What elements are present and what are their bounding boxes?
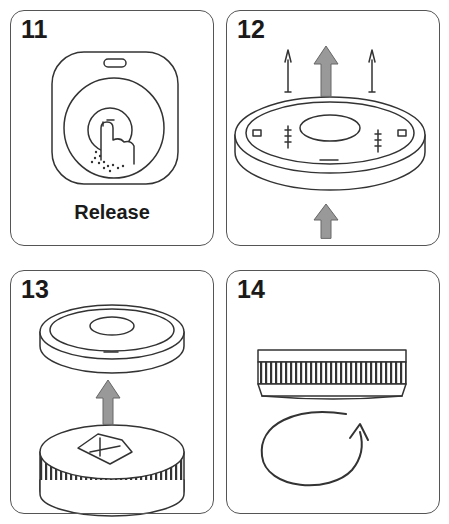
- step-panel: 11Release: [10, 10, 214, 246]
- step-number: 13: [21, 277, 49, 302]
- base-and-alarm: [40, 305, 184, 516]
- step-number: 14: [237, 277, 265, 302]
- alarm-side-view: [258, 350, 406, 399]
- step-number: 11: [21, 17, 47, 42]
- arrow-up: [314, 204, 338, 238]
- step-panel: 14: [226, 270, 440, 514]
- step-number: 12: [237, 17, 265, 42]
- rotate-arrow: [262, 412, 368, 485]
- arrow-up: [314, 46, 338, 96]
- step-panel: 13: [10, 270, 214, 514]
- alarm-front-view: [52, 52, 178, 184]
- step-caption: Release: [74, 201, 150, 223]
- step-panel: 12: [226, 10, 440, 246]
- arrow-up: [96, 380, 120, 424]
